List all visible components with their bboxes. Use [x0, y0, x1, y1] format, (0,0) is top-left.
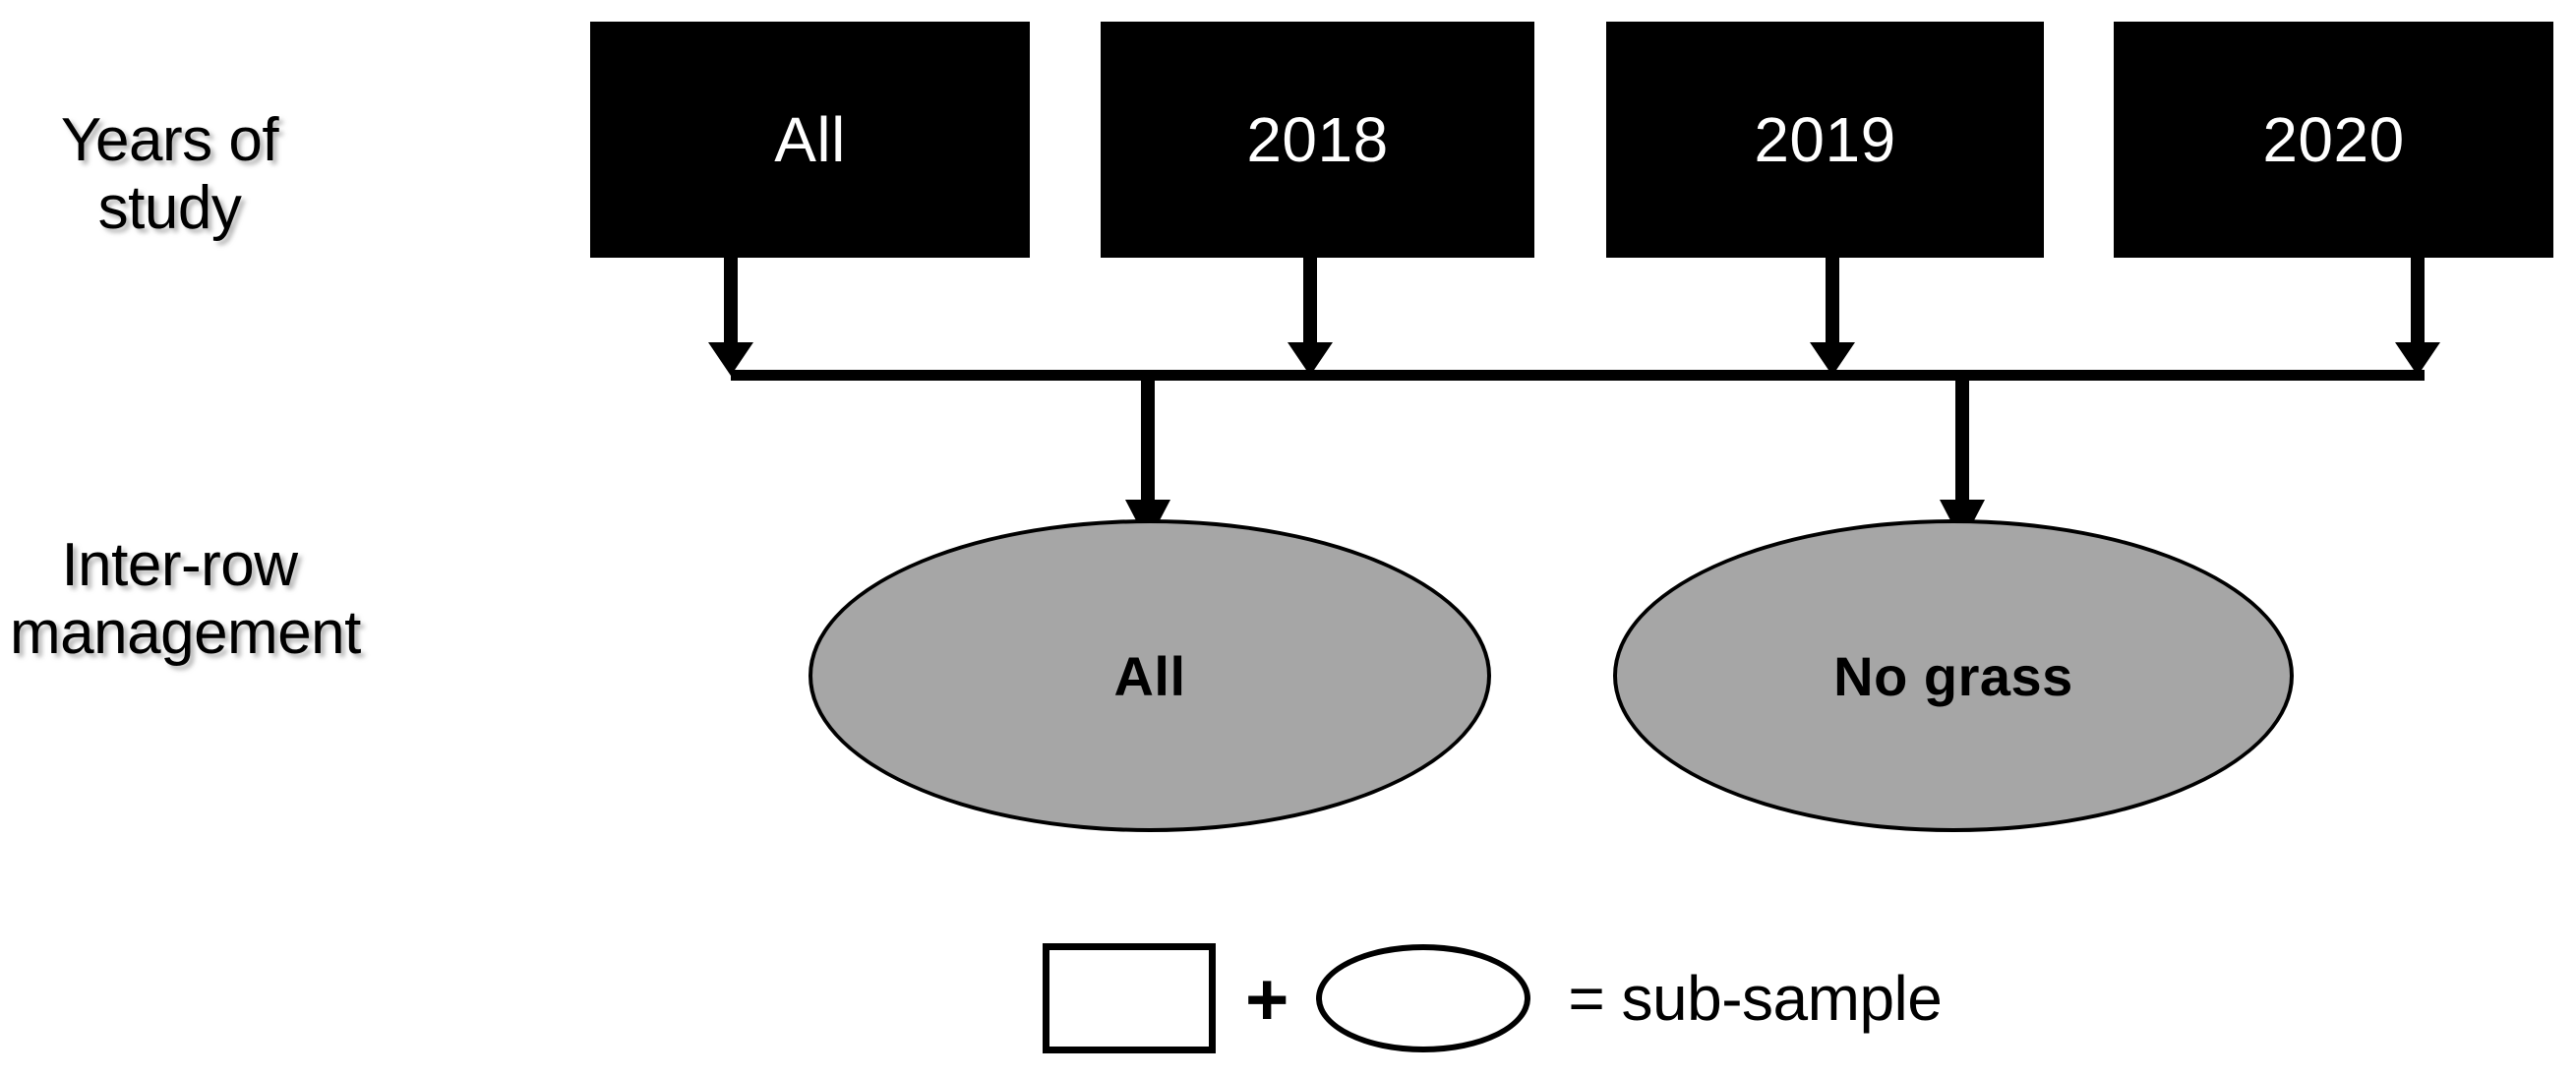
management-node-no-grass[interactable]: No grass	[1613, 519, 2294, 832]
year-box-label: 2020	[2262, 104, 2405, 175]
connector-line-to-no-grass-ellipse	[1955, 381, 1969, 507]
management-node-label: All	[1113, 644, 1186, 707]
row-label-years-of-study: Years of study	[60, 106, 279, 243]
connector-line-all	[724, 258, 738, 348]
connector-bus-horizontal	[731, 370, 2425, 381]
year-box-label: 2019	[1754, 104, 1896, 175]
arrowhead-all	[708, 342, 753, 376]
management-node-all[interactable]: All	[809, 519, 1491, 832]
arrowhead-2020	[2395, 342, 2440, 376]
legend: + = sub-sample	[1043, 934, 1943, 1062]
year-box-label: 2018	[1246, 104, 1389, 175]
connector-line-2019	[1826, 258, 1839, 348]
legend-equals-label: = sub-sample	[1568, 963, 1943, 1034]
connector-line-to-all-ellipse	[1141, 381, 1155, 507]
year-box-2018[interactable]: 2018	[1101, 22, 1534, 258]
year-box-2019[interactable]: 2019	[1606, 22, 2044, 258]
legend-plus-sign: +	[1245, 958, 1289, 1042]
legend-square-icon	[1043, 943, 1216, 1053]
connector-line-2020	[2411, 258, 2425, 348]
year-box-label: All	[774, 104, 846, 175]
arrowhead-2019	[1810, 342, 1855, 376]
management-node-label: No grass	[1833, 644, 2073, 707]
connector-line-2018	[1303, 258, 1317, 348]
year-box-all[interactable]: All	[590, 22, 1030, 258]
year-box-2020[interactable]: 2020	[2114, 22, 2553, 258]
legend-ellipse-icon	[1316, 944, 1531, 1052]
row-label-inter-row-management: Inter-row management	[10, 531, 361, 668]
arrowhead-2018	[1288, 342, 1333, 376]
